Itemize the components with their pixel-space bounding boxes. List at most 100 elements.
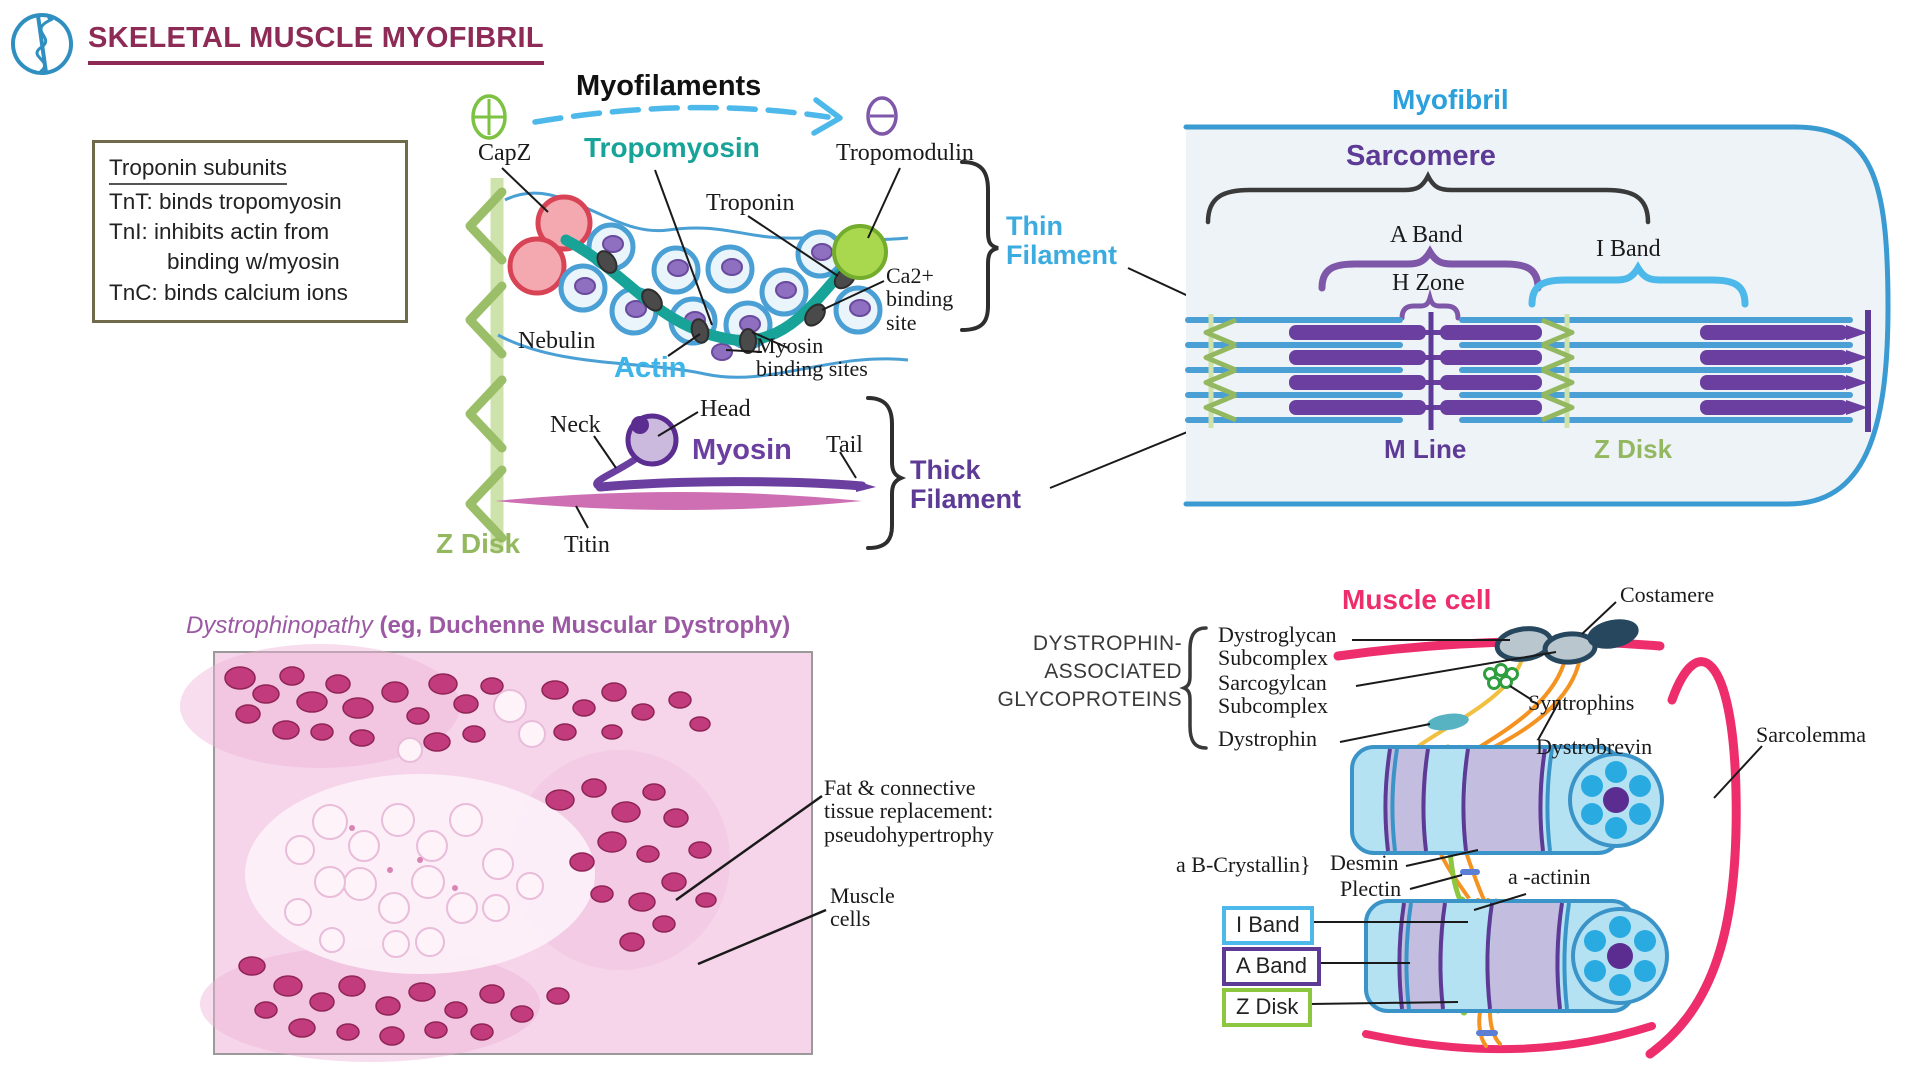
head-label: Head	[700, 396, 751, 422]
a-band-brace	[1318, 245, 1542, 292]
sarcomere-brace	[1205, 170, 1651, 225]
nebulin-label: Nebulin	[518, 328, 596, 354]
thin-filament-brace	[960, 160, 999, 332]
i-band-box-label: I Band	[1222, 906, 1314, 945]
neck-label: Neck	[550, 412, 601, 438]
sarcoglycan-label: Sarcogylcan Subcomplex	[1218, 670, 1328, 718]
muscle-cell-leader-lines	[1309, 601, 1763, 1005]
thick-filament-line: Filament	[910, 483, 1022, 514]
sarcomere-z-disks	[1203, 314, 1575, 428]
a-band-box-label: A Band	[1222, 947, 1321, 986]
plus-end-icon	[471, 94, 507, 140]
myofilaments-title: Myofilaments	[576, 70, 762, 102]
thin-filament-line: Filament	[1006, 239, 1118, 270]
thin-filament-label: Thin Filament	[1006, 212, 1117, 269]
tropomodulin-label: Tropomodulin	[836, 140, 974, 166]
i-band-label: I Band	[1596, 236, 1661, 262]
dystroglycan-line: Dystroglycan	[1218, 622, 1337, 647]
lower-blue-link	[1476, 1030, 1498, 1036]
dystroglycan-label: Dystroglycan Subcomplex	[1218, 622, 1337, 670]
ca-binding-line: binding	[886, 286, 954, 312]
thick-filament-line: Thick	[910, 455, 981, 485]
capz-protein	[507, 194, 593, 296]
sarcolemma-label: Sarcolemma	[1756, 722, 1866, 747]
costamere-complex	[1494, 619, 1639, 665]
myofibril-panel	[1183, 124, 1891, 507]
troponin-beads	[596, 250, 857, 354]
syntrophins-label: Syntrophins	[1528, 690, 1635, 715]
troponin-subunits-box: Troponin subunits TnT: binds tropomyosin…	[92, 140, 408, 323]
thin-filament-line: Thin	[1006, 211, 1063, 241]
muscle-cells-label: Muscle cells	[830, 884, 895, 931]
ca-binding-line: site	[886, 309, 917, 335]
sarcomere-thin-filaments	[1185, 317, 1853, 423]
muscle-cells-line: cells	[830, 906, 871, 932]
sarcoglycan-line: Subcomplex	[1218, 692, 1328, 718]
dag-line: ASSOCIATED	[1044, 659, 1182, 683]
dag-line: DYSTROPHIN-	[1032, 632, 1182, 655]
troponin-box-line: binding w/myosin	[167, 249, 340, 275]
ca-binding-site-label: Ca2+ binding site	[886, 264, 953, 334]
troponin-box-line: TnI: inhibits actin from	[109, 219, 330, 245]
page-title: SKELETAL MUSCLE MYOFIBRIL	[88, 22, 544, 65]
dystrobrevin-label: Dystrobrevin	[1536, 734, 1653, 759]
z-disk-box-label: Z Disk	[1222, 988, 1313, 1027]
desmin-label: Desmin	[1330, 850, 1399, 875]
sarcomere-label: Sarcomere	[1346, 140, 1496, 172]
mbs-line: Myosin	[756, 333, 824, 358]
troponin-box-heading: Troponin subunits	[109, 153, 288, 186]
m-line-label: M Line	[1384, 434, 1467, 464]
thick-filament-brace	[866, 396, 907, 550]
myofibril-cylinder-bottom	[1364, 899, 1669, 1013]
rod-of-asclepius-icon	[10, 12, 73, 75]
costamere-label: Costamere	[1620, 582, 1715, 607]
troponin-label: Troponin	[706, 190, 795, 216]
fat-line: Fat & connective	[824, 775, 976, 800]
polarity-arrow	[532, 97, 843, 136]
z-disk-myofilament-label: Z Disk	[436, 528, 521, 559]
sarcomere-thick-filaments	[1289, 325, 1868, 415]
mbs-line: binding sites	[756, 356, 868, 382]
dag-group-label: DYSTROPHIN- ASSOCIATED GLYCOPROTEINS	[988, 630, 1182, 714]
h-zone-brace	[1399, 288, 1461, 321]
fat-line: tissue replacement:	[824, 798, 994, 824]
a-band-label: A Band	[1390, 222, 1463, 248]
dag-line: GLYCOPROTEINS	[997, 687, 1182, 711]
ab-crystallin-label: a B-Crystallin}	[1176, 852, 1311, 877]
dystroglycan-line: Subcomplex	[1218, 644, 1328, 670]
titin-label: Titin	[564, 532, 610, 558]
capz-label: CapZ	[478, 140, 532, 166]
tropomyosin-strand	[560, 234, 864, 346]
plectin-link	[1460, 869, 1480, 875]
myosin-binding-sites-label: Myosin binding sites	[756, 334, 868, 381]
i-band-brace	[1528, 261, 1749, 308]
myofibril-title: Myofibril	[1392, 84, 1509, 115]
dystrophinopathy-title-bold: (eg, Duchenne Muscular Dystrophy)	[379, 612, 791, 639]
histology-image	[180, 644, 813, 1062]
dystrophinopathy-title: Dystrophinopathy (eg, Duchenne Muscular …	[186, 612, 790, 640]
myosin-molecule	[593, 413, 876, 492]
dag-brace	[1179, 626, 1208, 750]
thick-filament-label: Thick Filament	[910, 456, 1021, 513]
syntrophin-proteins	[1483, 663, 1519, 690]
muscle-cell-title: Muscle cell	[1342, 584, 1492, 615]
sarcoglycan-line: Sarcogylcan	[1218, 670, 1327, 695]
tropomodulin-protein	[832, 224, 888, 280]
myofibril-cylinder-top	[1350, 745, 1664, 855]
tropomyosin-label: Tropomyosin	[584, 132, 760, 163]
troponin-box-line: TnC: binds calcium ions	[109, 279, 348, 305]
histology-leader-lines	[675, 794, 827, 966]
dystrophin-protein	[1427, 713, 1469, 731]
fat-line: pseudohypertrophy	[824, 821, 994, 847]
dystrophin-label: Dystrophin	[1218, 726, 1317, 751]
fat-replacement-label: Fat & connective tissue replacement: pse…	[824, 776, 994, 846]
plectin-label: Plectin	[1340, 876, 1402, 901]
titin-filament	[495, 492, 862, 510]
actin-label: Actin	[614, 352, 687, 384]
h-zone-label: H Zone	[1392, 270, 1465, 296]
z-disk-ribbon	[465, 178, 507, 552]
ca-binding-line: Ca2+	[886, 263, 934, 288]
z-disk-panel-label: Z Disk	[1594, 434, 1673, 464]
